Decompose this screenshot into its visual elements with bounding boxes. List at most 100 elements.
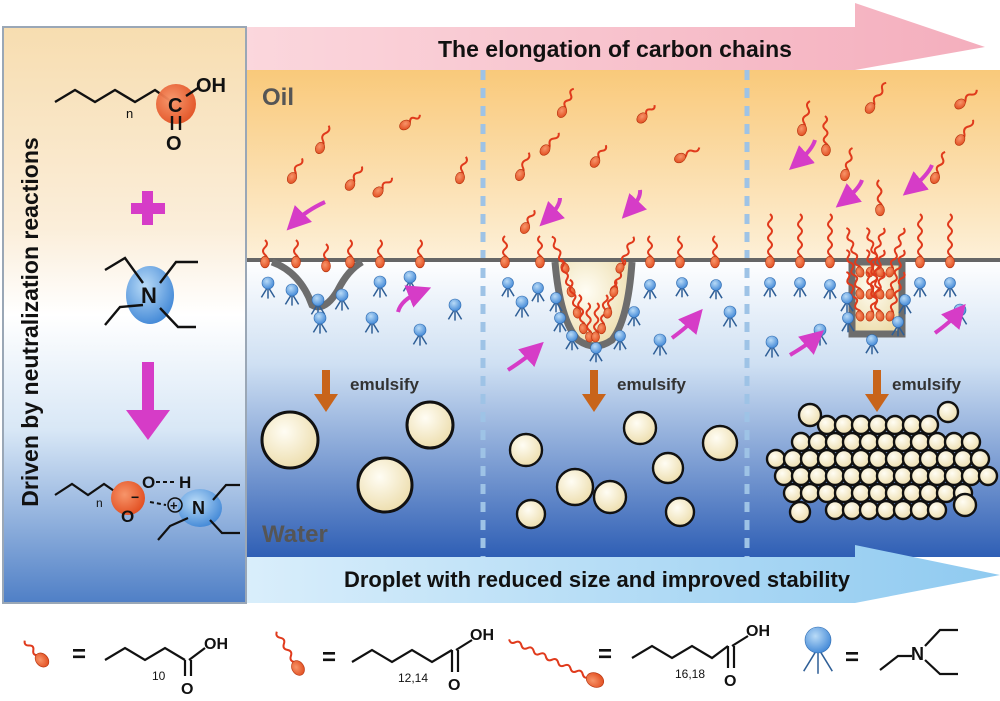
droplet-p3-15 [926, 431, 948, 453]
droplet-p3-55 [824, 499, 846, 521]
carboxyl-highlight [156, 84, 196, 124]
ammonium-nitrogen: N [192, 498, 205, 518]
mag-arrow-p3-e [933, 303, 966, 335]
droplet-p1-2 [356, 456, 414, 514]
ion-chain-subscript-n: n [96, 496, 103, 510]
interface-acid-p1-5 [415, 239, 425, 269]
droplet-p3-28 [935, 448, 957, 470]
droplet-p3-56 [841, 499, 863, 521]
droplet-acid-p2-4 [585, 302, 594, 343]
droplet-p2-1 [555, 467, 595, 507]
brown-arrow-p1 [314, 370, 338, 412]
mag-arrow-p2-a [539, 197, 565, 227]
interface-amine-p2-3 [553, 312, 567, 333]
free-acid-p3-7 [875, 179, 885, 217]
droplet-p3-21 [816, 448, 838, 470]
free-acid-p2-0 [515, 152, 531, 181]
free-acid-p3-6 [954, 89, 978, 110]
droplet-p3-50 [884, 482, 906, 504]
droplet-p3-42 [960, 465, 982, 487]
legend: = 10 O OH = 12,14 O OH = 16,18 O OH = N [23, 623, 958, 698]
emulsify-label-1: emulsify [350, 375, 420, 394]
interface-dimple-1 [270, 258, 364, 311]
droplet-p3-53 [935, 482, 957, 504]
droplet-acid-p3-3 [885, 227, 906, 278]
ammonium-highlight [178, 489, 222, 527]
interface-acid-p3-2 [825, 213, 835, 269]
free-acid-p2-3 [589, 144, 608, 168]
droplet-p2-0 [508, 432, 544, 468]
legend-acid-short [23, 640, 50, 668]
droplet-p1-1 [405, 400, 455, 450]
droplet-p3-6 [918, 414, 940, 436]
interface-amine-p2-0 [501, 277, 515, 298]
mag-arrow-p3-c [902, 164, 934, 196]
droplet-p3-27 [918, 448, 940, 470]
carbon-atom: C [168, 95, 182, 117]
water-label: Water [262, 521, 328, 548]
droplet-p3-38 [892, 465, 914, 487]
free-acid-p3-0 [797, 100, 811, 137]
droplet-p3-11 [858, 431, 880, 453]
droplet-acid-p3-4 [845, 249, 865, 300]
interface-amine-p1-0 [260, 276, 276, 299]
droplet-p3-8 [807, 431, 829, 453]
interface-amine-p2-7 [627, 306, 641, 327]
hydroxyl-group: OH [196, 75, 226, 97]
droplet-p3-24 [867, 448, 889, 470]
free-amine-p2-1 [652, 333, 668, 356]
droplet-p3-26 [901, 448, 923, 470]
triethylamine-structure: N [104, 256, 198, 329]
legend-amine [803, 626, 833, 674]
droplet-p3-44 [782, 482, 804, 504]
free-amine-p1-1 [412, 323, 428, 346]
legend-o-1: O [181, 681, 193, 696]
emulsify-label-3: emulsify [892, 375, 962, 394]
free-acid-p3-4 [930, 150, 946, 184]
interface-amine-p2-1 [531, 282, 545, 303]
interface-acid-p3-4 [945, 213, 955, 269]
free-acid-p1-0 [286, 158, 304, 184]
interface-acid-p1-1 [291, 239, 301, 269]
free-acid-p2-1 [539, 132, 560, 156]
mag-arrow-p1-b [396, 285, 432, 313]
droplet-p3-40 [926, 465, 948, 487]
droplet-acid-p2-9 [615, 236, 635, 274]
droplet-p3-30 [969, 448, 991, 470]
free-amine-p2-2 [722, 305, 738, 328]
legend-equals-2: = [322, 644, 336, 671]
legend-n-atom: N [911, 644, 924, 664]
interface-amine-p3-9 [943, 277, 957, 298]
droplet-p3-34 [824, 465, 846, 487]
droplet-p3-5 [901, 414, 923, 436]
legend-oh-3: OH [746, 623, 770, 640]
interface-amine-p3-2 [823, 279, 837, 300]
legend-o-2: O [448, 677, 460, 694]
carbonyl-oxygen: O [166, 133, 182, 155]
droplet-p3-19 [782, 448, 804, 470]
mag-arrow-p2-b [621, 189, 647, 219]
droplet-acid-p3-9 [865, 271, 886, 322]
droplet-p2-4 [701, 424, 739, 462]
interface-acid-p1-4 [375, 239, 385, 269]
droplet-p3-32 [790, 465, 812, 487]
droplet-p3-39 [909, 465, 931, 487]
droplet-p3-9 [824, 431, 846, 453]
interface-amine-p2-8 [643, 279, 657, 300]
interface-amine-p2-6 [613, 330, 627, 351]
droplet-p3-edge-2 [788, 500, 812, 524]
interface-acid-p3-3 [915, 213, 925, 269]
interface-amine-p2-2 [549, 292, 563, 313]
interface-amine-p3-3 [840, 292, 854, 313]
legend-subscript-c16-18: 16,18 [675, 667, 705, 681]
free-acid-p3-2 [840, 147, 853, 182]
interface-amine-p2-10 [709, 279, 723, 300]
bottom-banner-arrow [247, 545, 1000, 603]
top-banner-arrow [247, 3, 985, 70]
droplet-acid-p3-10 [865, 271, 885, 322]
droplet-p3-31 [773, 465, 795, 487]
droplet-p3-edge-1 [936, 400, 960, 424]
droplet-p3-16 [943, 431, 965, 453]
droplet-p3-7 [790, 431, 812, 453]
emulsify-label-2: emulsify [617, 375, 687, 394]
